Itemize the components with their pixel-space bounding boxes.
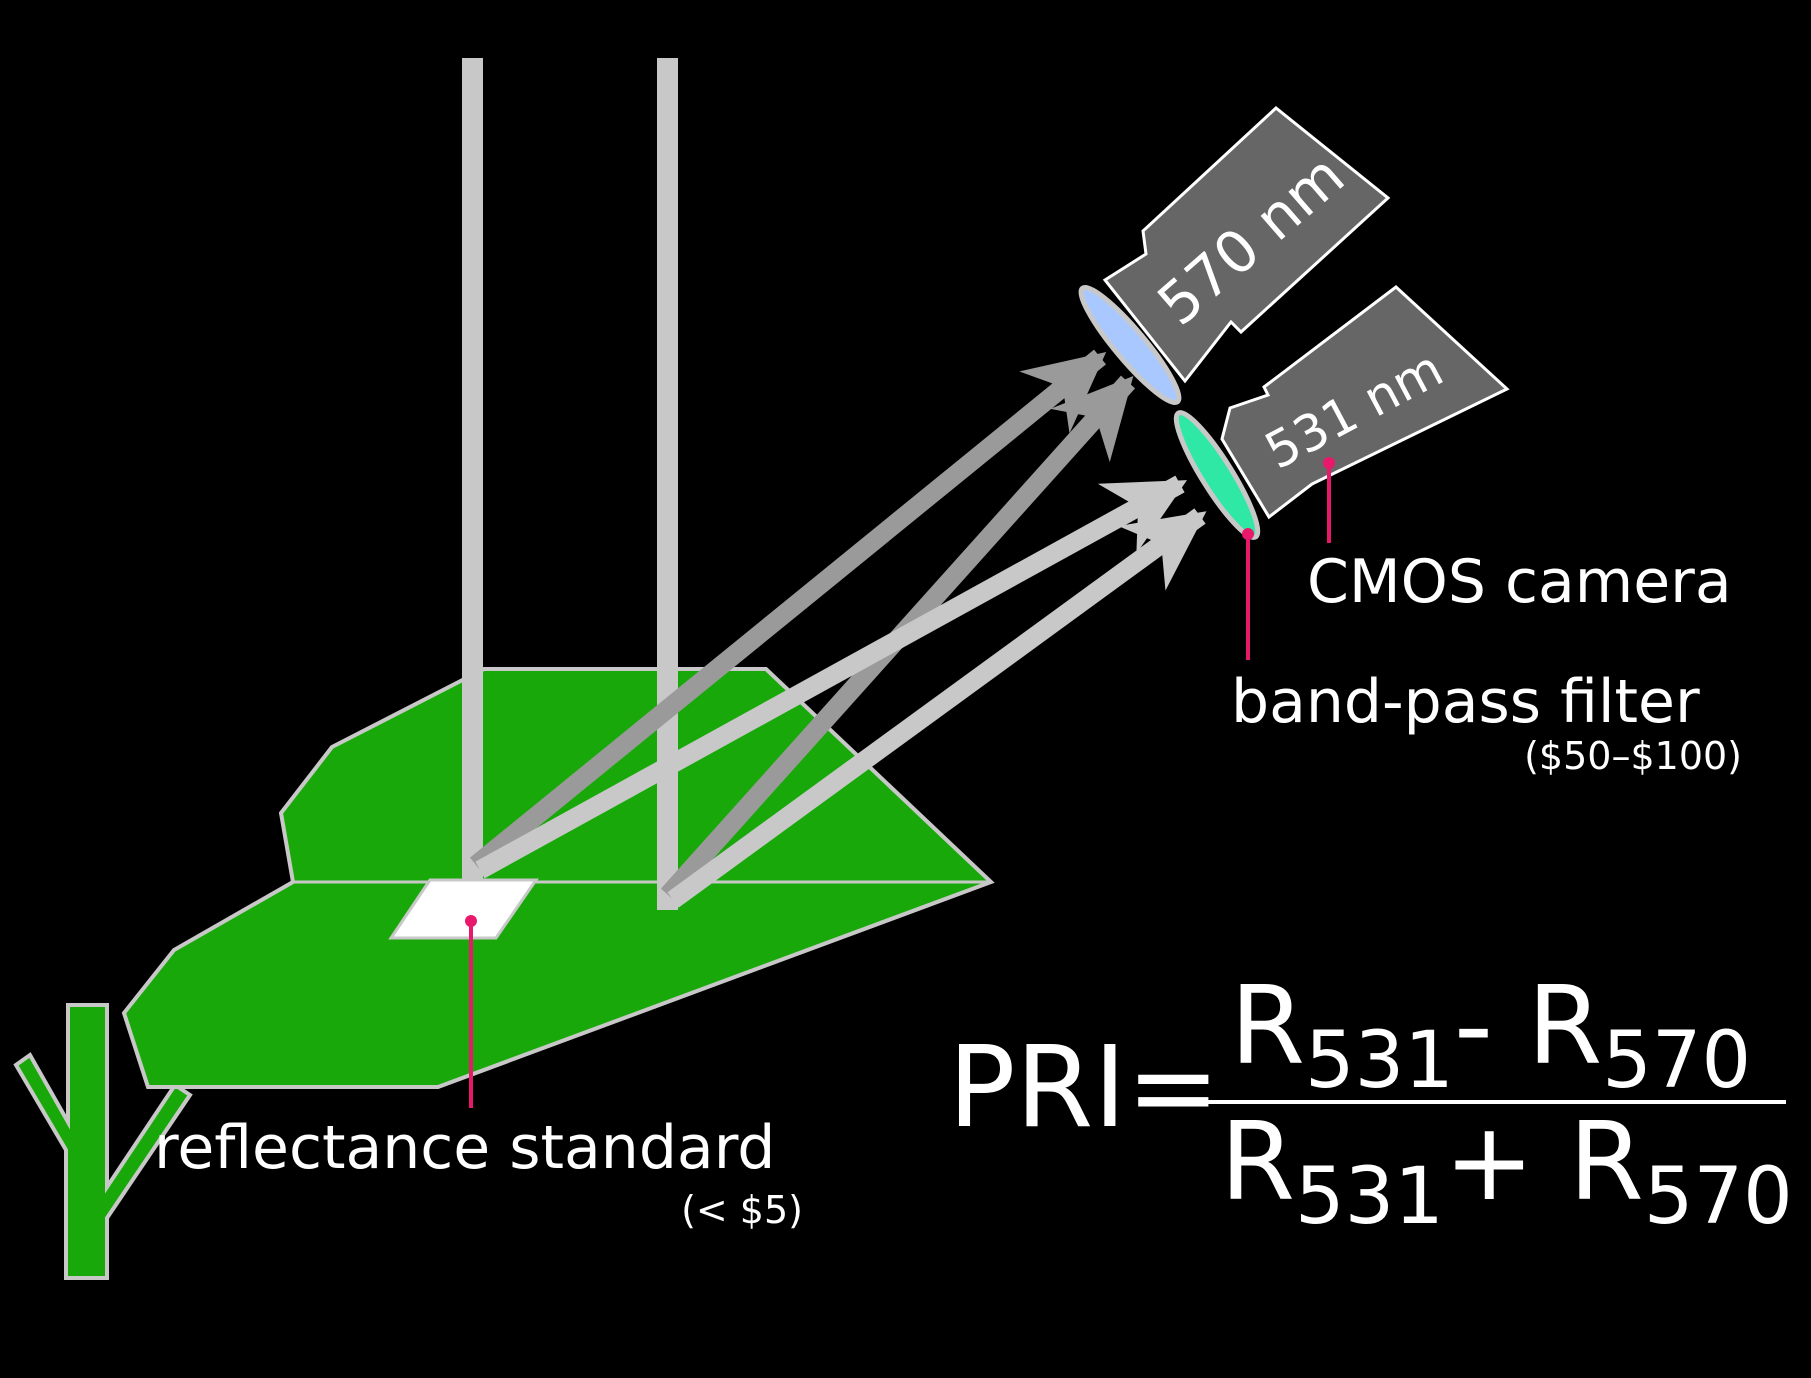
plant-stem <box>13 1003 193 1280</box>
denominator-r531: R <box>1220 1100 1295 1225</box>
numerator-r570-subscript: 570 <box>1602 1016 1751 1106</box>
filter-531-icon <box>1173 410 1261 540</box>
pri-equation: PRI= R531- R570 R531+ R570 <box>948 964 1793 1242</box>
reflected-beam-leaf-to-531 <box>667 508 1207 908</box>
standard-label: reflectance standard <box>154 1113 775 1183</box>
reflected-beam-standard-to-570 <box>470 349 1107 873</box>
denominator-r570-subscript: 570 <box>1644 1152 1793 1242</box>
filter-570-icon <box>1078 284 1182 406</box>
denominator-operator: + <box>1444 1100 1569 1225</box>
camera-531-body <box>1220 285 1510 520</box>
camera-label: CMOS camera <box>1307 547 1732 617</box>
incident-light-beam-left <box>462 58 483 880</box>
numerator-r531: R <box>1230 964 1305 1089</box>
pointer-camera <box>1323 457 1335 543</box>
pointer-filter <box>1242 528 1254 660</box>
numerator-operator: - <box>1454 964 1527 1089</box>
incident-light-beam-right <box>657 58 678 910</box>
equation-numerator: R531- R570 <box>1230 964 1751 1106</box>
reflectance-standard-card <box>388 878 539 940</box>
numerator-r570: R <box>1527 964 1602 1089</box>
denominator-r570: R <box>1569 1100 1644 1225</box>
camera-570-body <box>1102 106 1391 384</box>
numerator-r531-subscript: 531 <box>1305 1016 1454 1106</box>
equation-lhs: PRI= <box>948 1023 1220 1153</box>
filter-label: band-pass filter <box>1231 667 1700 737</box>
pointer-standard <box>465 915 477 1108</box>
denominator-r531-subscript: 531 <box>1295 1152 1444 1242</box>
standard-price-label: (< $5) <box>681 1188 803 1232</box>
equation-denominator: R531+ R570 <box>1220 1100 1793 1242</box>
reflected-beam-standard-to-531 <box>475 475 1187 879</box>
filter-price-label: ($50–$100) <box>1524 734 1742 778</box>
